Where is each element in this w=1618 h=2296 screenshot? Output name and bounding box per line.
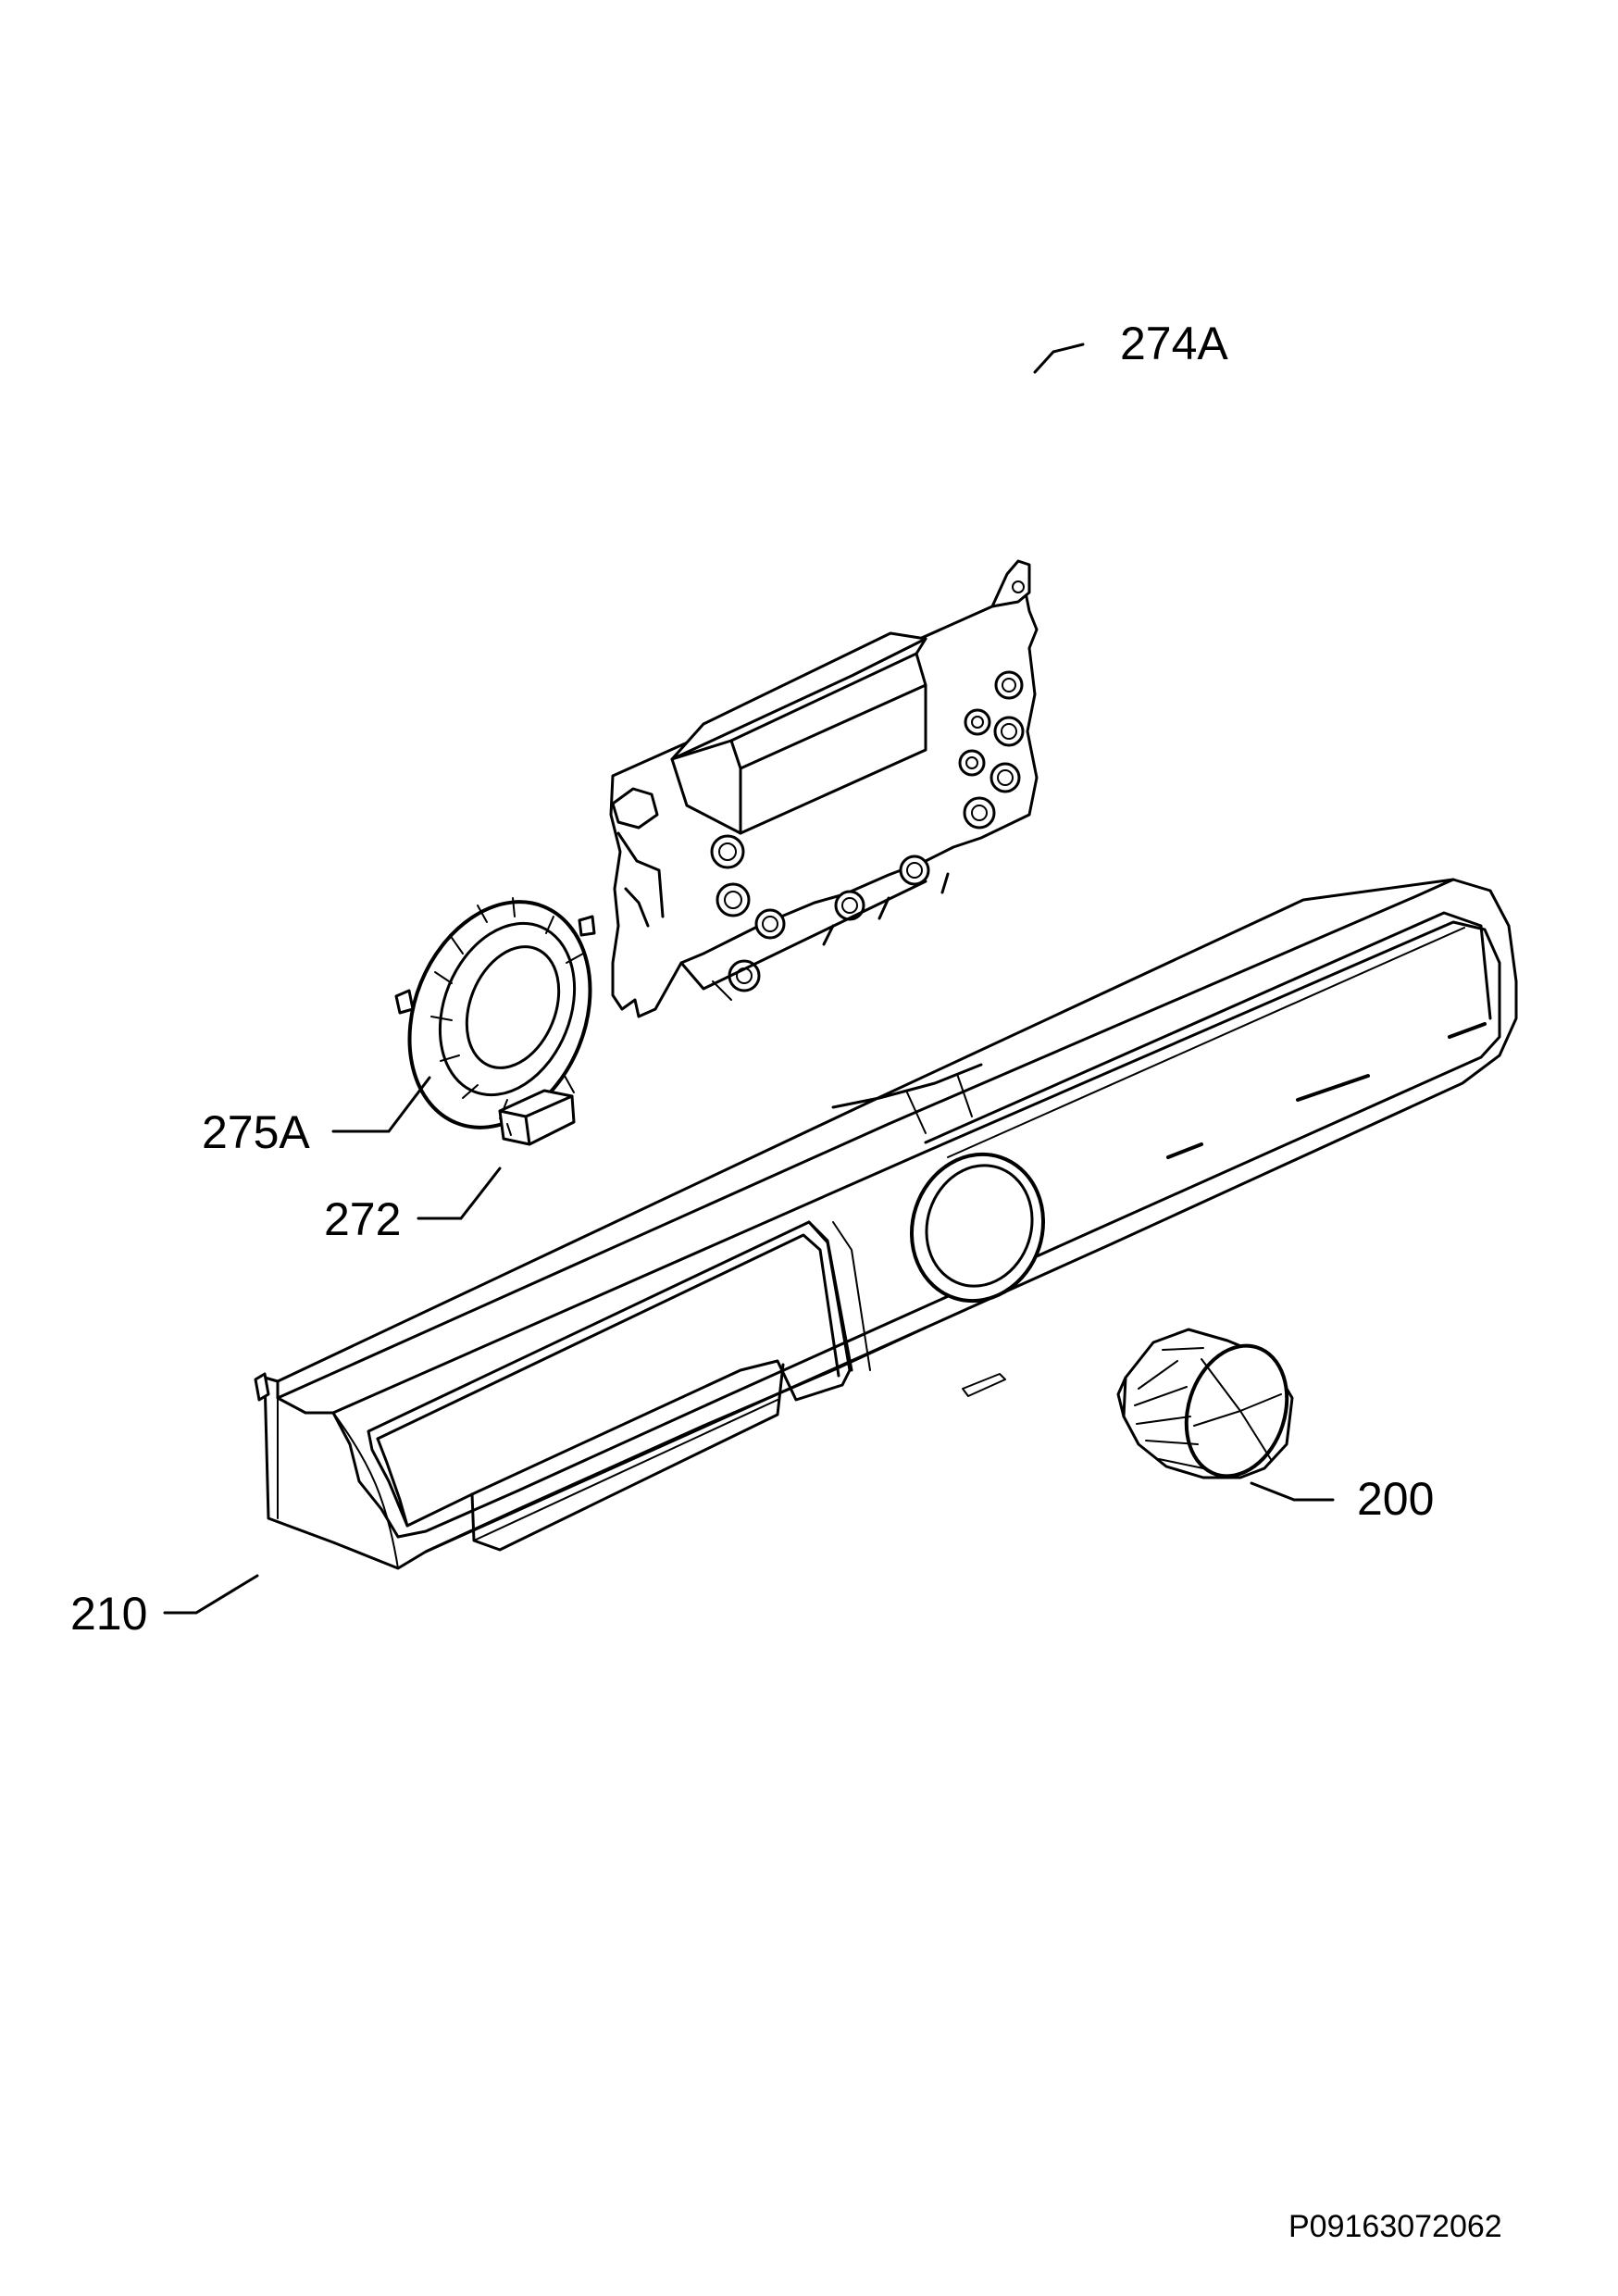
part-210-control-panel <box>254 878 1518 1570</box>
leader-210 <box>163 1574 259 1615</box>
leader-274a <box>1033 343 1085 374</box>
leader-272 <box>417 1167 502 1220</box>
leader-200 <box>1250 1481 1335 1502</box>
leader-lines <box>163 343 1335 1615</box>
part-272-button <box>498 1089 576 1146</box>
callout-210: 210 <box>70 1588 147 1640</box>
part-275a-knob-ring <box>394 897 596 1129</box>
callout-275a: 275A <box>202 1106 310 1158</box>
leader-275a <box>331 1076 431 1133</box>
document-id: P09163072062 <box>1288 2209 1502 2244</box>
part-274a-board-frame <box>609 559 1039 1018</box>
callout-200: 200 <box>1357 1473 1434 1525</box>
callout-274a: 274A <box>1120 318 1228 369</box>
callout-272: 272 <box>324 1193 401 1245</box>
part-200-rotary-knob <box>1116 1328 1294 1479</box>
